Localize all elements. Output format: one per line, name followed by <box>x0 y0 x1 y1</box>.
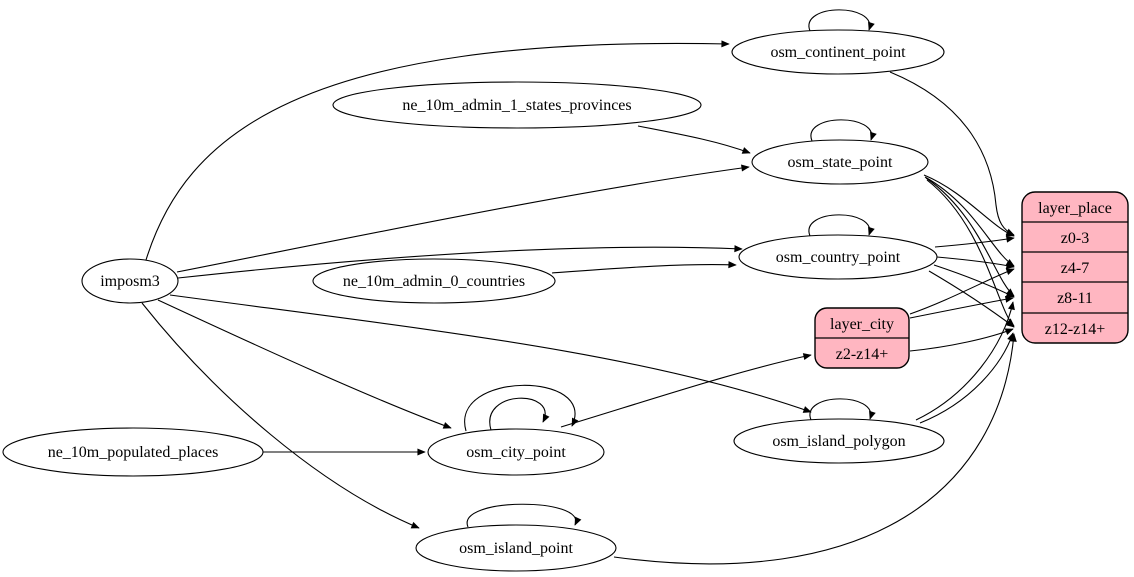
record-layer_place: layer_place z0-3 z4-7 z8-11 z12-z14+ <box>1021 191 1129 344</box>
node-osm_state_point: osm_state_point <box>751 139 929 185</box>
record-layer_place-row-z12-z14: z12-z14+ <box>1045 321 1106 338</box>
edge-imposm3-osm_continent_point <box>145 40 730 261</box>
record-layer_city: layer_city z2-z14+ <box>814 307 910 369</box>
node-ne_10m_admin_0_countries: ne_10m_admin_0_countries <box>312 258 556 304</box>
edge-layer_city-layer_place-z4-7 <box>909 268 1015 315</box>
node-osm_island_polygon-shape <box>733 418 945 464</box>
record-layer_city-title: layer_city <box>830 316 894 333</box>
node-osm_country_point-label: osm_country_point <box>776 249 901 266</box>
edge-osm_island_polygon-layer_place-z8-11 <box>915 301 1015 421</box>
self-loop-osm_state_point <box>810 119 877 142</box>
record-layer_place-row-z8-11: z8-11 <box>1057 290 1093 307</box>
edge-osm_state_point-layer_place-z12-z14 <box>926 179 1015 327</box>
edge-osm_city_point-layer_city-z2-z14 <box>560 353 812 428</box>
node-layer: imposm3 ne_10m_admin_1_states_provinces … <box>2 29 1129 572</box>
node-osm_island_polygon: osm_island_polygon <box>733 418 945 464</box>
node-ne_10m_populated_places-label: ne_10m_populated_places <box>48 444 219 461</box>
self-loop-osm_continent_point <box>808 9 875 32</box>
node-osm_continent_point-label: osm_continent_point <box>770 44 906 61</box>
self-loop-outer-osm_city_point <box>464 384 579 432</box>
node-ne_10m_admin_0_countries-label: ne_10m_admin_0_countries <box>343 273 525 290</box>
node-osm_island_point: osm_island_point <box>415 524 617 572</box>
node-osm_city_point-label: osm_city_point <box>466 444 566 461</box>
node-osm_country_point: osm_country_point <box>738 234 938 280</box>
edge-osm_continent_point-layer_place-z0-3 <box>889 71 1015 236</box>
edge-osm_island_polygon-layer_place-z12-z14 <box>919 332 1014 424</box>
node-imposm3-shape <box>81 258 179 304</box>
edge-ne_10m_admin_1_states_provinces-osm_state_point <box>637 125 751 154</box>
node-ne_10m_admin_1_states_provinces: ne_10m_admin_1_states_provinces <box>332 81 702 129</box>
edge-osm_country_point-layer_place-z8-11 <box>933 264 1015 298</box>
edge-osm_state_point-layer_place-z4-7 <box>924 176 1015 267</box>
node-ne_10m_populated_places: ne_10m_populated_places <box>2 427 264 477</box>
record-layer_city-row-z2-z14: z2-z14+ <box>836 346 889 363</box>
node-osm_state_point-shape <box>751 139 929 185</box>
edge-layer_city-layer_place-z12-z14 <box>909 328 1014 352</box>
node-osm_state_point-label: osm_state_point <box>788 154 893 171</box>
edge-imposm3-osm_island_point <box>141 302 420 529</box>
record-layer_place-row-z4-7: z4-7 <box>1061 260 1089 277</box>
node-osm_continent_point-shape <box>731 29 945 75</box>
edge-osm_country_point-layer_place-z0-3 <box>934 235 1015 248</box>
record-layer_place-title: layer_place <box>1038 200 1112 217</box>
node-imposm3: imposm3 <box>81 258 179 304</box>
node-osm_continent_point: osm_continent_point <box>731 29 945 75</box>
node-osm_island_point-shape <box>415 524 617 572</box>
record-layer_place-shape <box>1021 191 1129 344</box>
edge-osm_state_point-layer_place-z0-3 <box>923 174 1015 237</box>
edge-imposm3-osm_state_point <box>176 164 750 273</box>
node-osm_city_point: osm_city_point <box>427 428 605 476</box>
edge-osm_state_point-layer_place-z8-11 <box>925 177 1015 297</box>
edge-osm_country_point-layer_place-z4-7 <box>936 256 1015 269</box>
edge-imposm3-osm_country_point <box>177 245 743 279</box>
edge-osm_island_point-layer_place-z12-z14 <box>613 333 1017 565</box>
self-loop-osm_island_polygon <box>809 398 876 421</box>
node-imposm3-label: imposm3 <box>100 273 160 290</box>
edge-imposm3-osm_island_polygon <box>169 294 812 413</box>
node-ne_10m_populated_places-shape <box>2 427 264 477</box>
node-osm_island_polygon-label: osm_island_polygon <box>772 433 905 450</box>
node-ne_10m_admin_1_states_provinces-label: ne_10m_admin_1_states_provinces <box>402 97 631 114</box>
edge-layer <box>141 9 1017 565</box>
edge-layer_city-layer_place-z8-11 <box>909 295 1014 319</box>
node-osm_city_point-shape <box>427 428 605 476</box>
self-loop-osm_country_point <box>808 214 875 237</box>
edge-ne_10m_admin_0_countries-osm_country_point <box>551 261 737 274</box>
node-ne_10m_admin_0_countries-shape <box>312 258 556 304</box>
edge-imposm3-osm_city_point <box>157 299 452 429</box>
node-ne_10m_admin_1_states_provinces-shape <box>332 81 702 129</box>
self-loop-inner-osm_city_point <box>489 397 550 431</box>
record-layer_place-row-z0-3: z0-3 <box>1061 230 1089 247</box>
node-osm_island_point-label: osm_island_point <box>459 540 573 557</box>
self-loop-osm_island_point <box>466 503 582 528</box>
node-osm_country_point-shape <box>738 234 938 280</box>
